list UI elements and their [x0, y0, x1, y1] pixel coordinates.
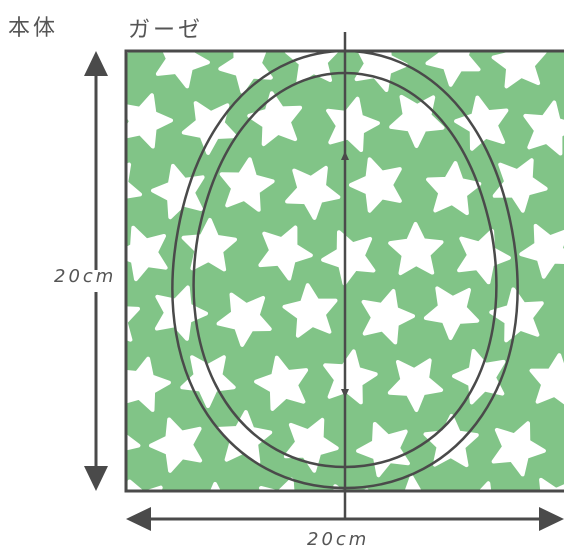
star-shape [127, 479, 163, 491]
star-shape [149, 417, 203, 473]
star-shape [180, 355, 236, 408]
star-shape [285, 165, 341, 220]
star-shape [387, 358, 444, 412]
star-shape [209, 482, 221, 491]
star-shape [218, 51, 273, 94]
star-shape [126, 225, 168, 282]
star-shape [151, 163, 205, 220]
star-shape [356, 422, 410, 478]
star-shape [321, 230, 376, 286]
star-shape [491, 421, 546, 477]
star-shape [181, 218, 237, 272]
star-shape [254, 355, 309, 411]
arrow-left-icon [126, 507, 151, 531]
star-shape [361, 289, 415, 345]
star-shape [258, 225, 313, 281]
grain-arrow-up-icon [341, 151, 349, 160]
main-piece-label: 本体 [8, 16, 59, 41]
arrow-down-icon [84, 466, 108, 491]
star-shape [247, 91, 303, 147]
star-shape [126, 162, 142, 199]
star-shape [454, 95, 509, 151]
star-shape [539, 477, 564, 491]
star-shape [126, 306, 140, 342]
star-shape [457, 229, 511, 285]
star-shape [283, 417, 339, 473]
star-shape [259, 477, 295, 491]
star-pattern [126, 51, 564, 491]
grain-arrow-down-icon [341, 389, 349, 398]
star-shape [388, 222, 444, 276]
star-shape [126, 414, 141, 451]
arrow-right-icon [539, 507, 564, 531]
star-shape [126, 93, 173, 149]
height-label: 20cm [54, 266, 117, 287]
star-shape [492, 158, 548, 213]
star-shape [282, 283, 338, 338]
star-shape [126, 356, 171, 412]
star-shape [478, 481, 492, 491]
star-shape [181, 101, 237, 155]
star-shape [426, 161, 482, 216]
star-shape [523, 100, 564, 156]
star-shape [155, 51, 210, 89]
width-label: 20cm [307, 529, 370, 550]
star-shape [326, 96, 380, 152]
star-shape [404, 475, 424, 491]
star-shape [423, 286, 480, 340]
star-shape [216, 292, 272, 347]
fabric-type-label: ガーゼ [128, 18, 204, 43]
star-shape [491, 51, 547, 89]
arrow-up-icon [84, 51, 108, 76]
star-shape [219, 157, 275, 212]
star-shape [423, 414, 479, 468]
fabric-swatch [126, 51, 564, 491]
star-shape [529, 353, 564, 405]
star-shape [425, 51, 481, 87]
star-shape [349, 157, 402, 213]
star-shape [519, 223, 564, 279]
